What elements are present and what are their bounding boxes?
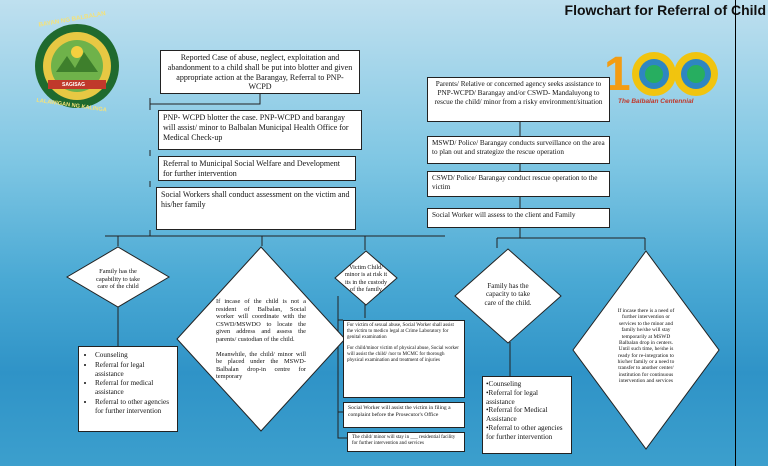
flow-box-assess-family: Social Worker will assess to the client … [427,208,610,228]
flow-box-assessment: Social Workers shall conduct assessment … [156,187,356,230]
filing-complaint-box: Social Worker will assist the victim in … [343,402,465,428]
decision-diamond-capacity [454,248,562,344]
centennial-logo: 1 [604,48,718,101]
decision-text-nonresident: If incase of the child is not a resident… [216,298,306,381]
decision-text-capacity: Family has the capacity to take care of … [484,282,532,307]
flow-box-surveillance: MSWD/ Police/ Barangay conducts surveill… [427,136,610,164]
service-item: Referral for medical assistance [95,379,173,397]
flow-box-parents-seek: Parents/ Relative or concerned agency se… [427,77,610,122]
decision-text-nonresident-a: If incase of the child is not a resident… [216,298,306,343]
decision-diamond-nonresident [176,246,346,432]
decision-text-nonresident-b: Meanwhile, the child/ minor will be plac… [216,350,306,381]
flow-box-referral-mswd: Referral to Municipal Social Welfare and… [158,156,356,181]
decision-text-at-risk: Victim Child/ minor is at risk it its in… [344,264,388,293]
service-item: Referral to other agencies for further i… [95,398,173,416]
right-border [735,0,736,466]
service-item: •Referral to other agencies for further … [486,423,563,441]
centennial-caption: The Balbalan Centennial [618,98,694,105]
flow-box-rescue: CSWD/ Police/ Barangay conduct rescue op… [427,171,610,197]
connector-line [337,412,347,439]
service-item: •Referral for Medical Assistance [486,406,548,424]
logo-ribbon-text: SAGISAG [62,82,86,88]
balbalan-seal-logo [35,24,119,108]
decision-text-capability: Family has the capability to take care o… [95,268,140,291]
victim-item-physical: For child/minor victim of physical abuse… [347,346,459,364]
service-item: •Referral for legal assistance [486,388,539,406]
victim-item-sexual: For victim of sexual abuse, Social Worke… [347,323,454,341]
decision-diamond-further-intervention [572,250,720,450]
decision-diamond-at-risk [334,250,398,306]
service-item: •Counseling [486,380,522,388]
victim-intervention-box: For victim of sexual abuse, Social Worke… [343,320,465,398]
services-list-right: •Counseling •Referral for legal assistan… [482,376,572,454]
service-item: Referral for legal assistance [95,361,173,379]
flow-box-reported-case: Reported Case of abuse, neglect, exploit… [160,50,360,94]
services-list-left: Counseling Referral for legal assistance… [78,346,178,432]
flow-box-pnp-blotter: PNP- WCPD blotter the case. PNP-WCPD and… [158,110,362,150]
service-item: Counseling [95,351,173,360]
residential-facility-box: The child/ minor will stay in ___ reside… [347,432,465,452]
page-title: Flowchart for Referral of Child [564,2,766,18]
decision-diamond-capability [66,246,170,308]
connector-line [150,94,261,105]
decision-text-further-intervention: If incase there is a need of further int… [617,308,675,385]
